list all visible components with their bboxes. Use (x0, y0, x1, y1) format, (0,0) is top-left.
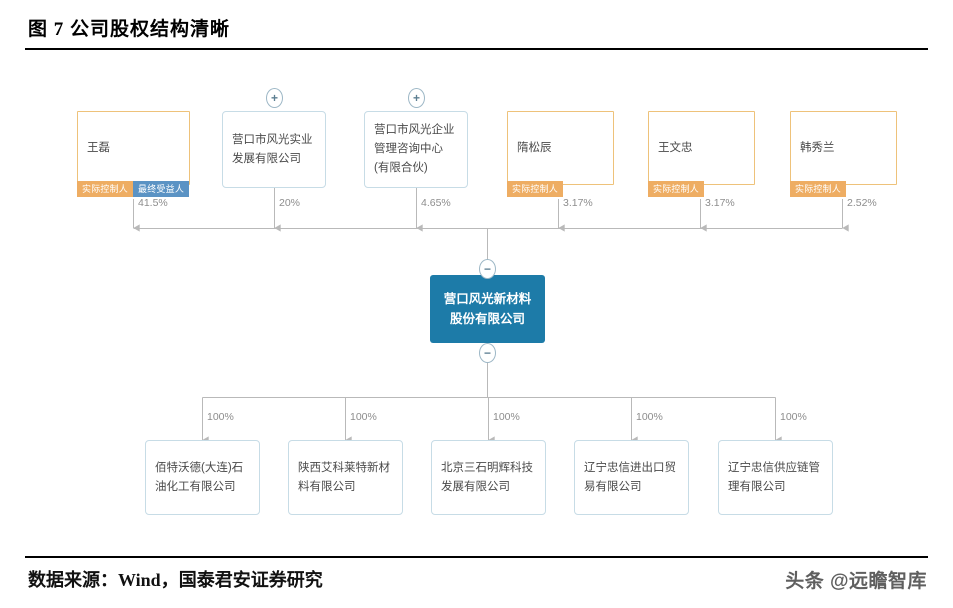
shareholder-tags-5: 实际控制人 (648, 181, 705, 197)
ownership-percent-2: 20% (279, 197, 301, 209)
shareholder-name: 营口市风光实业发展有限公司 (232, 133, 313, 165)
subsidiary-node-3[interactable]: 北京三石明辉科技发展有限公司 (431, 440, 546, 515)
shareholder-tags-6: 实际控制人 (790, 181, 847, 197)
subsidiary-node-2[interactable]: 陕西艾科莱特新材料有限公司 (288, 440, 403, 515)
shareholder-node-3[interactable]: 营口市风光企业管理咨询中心(有限合伙) (364, 111, 468, 188)
root-company-name: 营口风光新材料股份有限公司 (443, 292, 532, 326)
root-company-node[interactable]: 营口风光新材料股份有限公司 (430, 275, 545, 343)
shareholder-tags-1: 实际控制人 最终受益人 (77, 181, 190, 197)
subsidiary-node-4[interactable]: 辽宁忠信进出口贸易有限公司 (574, 440, 689, 515)
shareholder-name: 隋松辰 (517, 141, 552, 154)
ownership-percent-6: 2.52% (847, 197, 877, 209)
shareholder-name: 王文忠 (658, 141, 693, 154)
subsidiary-name: 辽宁忠信供应链管理有限公司 (728, 461, 820, 493)
source-note: 数据来源：Wind，国泰君安证券研究 (28, 570, 323, 590)
shareholder-name: 韩秀兰 (800, 141, 835, 154)
plus-circle-icon[interactable]: + (266, 88, 283, 108)
tag-actual-controller: 实际控制人 (77, 181, 134, 197)
subsidiary-node-1[interactable]: 佰特沃德(大连)石油化工有限公司 (145, 440, 260, 515)
subsidiary-percent-2: 100% (350, 411, 377, 423)
title-divider (25, 48, 928, 50)
tag-actual-controller: 实际控制人 (507, 181, 564, 197)
ownership-percent-5: 3.17% (705, 197, 735, 209)
subsidiary-name: 北京三石明辉科技发展有限公司 (441, 461, 533, 493)
shareholder-node-4[interactable]: 隋松辰 (507, 111, 614, 185)
plus-circle-icon[interactable]: + (408, 88, 425, 108)
footer-divider (25, 556, 928, 558)
subsidiary-name: 佰特沃德(大连)石油化工有限公司 (155, 461, 244, 493)
tag-actual-controller: 实际控制人 (648, 181, 705, 197)
ownership-percent-4: 3.17% (563, 197, 593, 209)
subsidiary-node-5[interactable]: 辽宁忠信供应链管理有限公司 (718, 440, 833, 515)
subsidiary-name: 辽宁忠信进出口贸易有限公司 (584, 461, 676, 493)
ownership-percent-1: 41.5% (138, 197, 168, 209)
page-title: 图 7 公司股权结构清晰 (28, 19, 231, 40)
ownership-percent-3: 4.65% (421, 197, 451, 209)
subsidiary-percent-3: 100% (493, 411, 520, 423)
tag-actual-controller: 实际控制人 (790, 181, 847, 197)
watermark: 头条 @远瞻智库 (785, 571, 927, 592)
subsidiary-percent-5: 100% (780, 411, 807, 423)
shareholder-node-1[interactable]: 王磊 (77, 111, 190, 185)
shareholder-node-2[interactable]: 营口市风光实业发展有限公司 (222, 111, 326, 188)
minus-circle-icon-top[interactable]: − (479, 259, 496, 279)
subsidiary-name: 陕西艾科莱特新材料有限公司 (298, 461, 390, 493)
shareholder-tags-4: 实际控制人 (507, 181, 564, 197)
shareholder-node-5[interactable]: 王文忠 (648, 111, 755, 185)
shareholder-name: 营口市风光企业管理咨询中心(有限合伙) (374, 124, 455, 174)
subsidiary-percent-4: 100% (636, 411, 663, 423)
minus-circle-icon-bottom[interactable]: − (479, 343, 496, 363)
shareholder-node-6[interactable]: 韩秀兰 (790, 111, 897, 185)
subsidiary-percent-1: 100% (207, 411, 234, 423)
shareholder-name: 王磊 (87, 141, 110, 154)
tag-final-beneficiary: 最终受益人 (133, 181, 190, 197)
